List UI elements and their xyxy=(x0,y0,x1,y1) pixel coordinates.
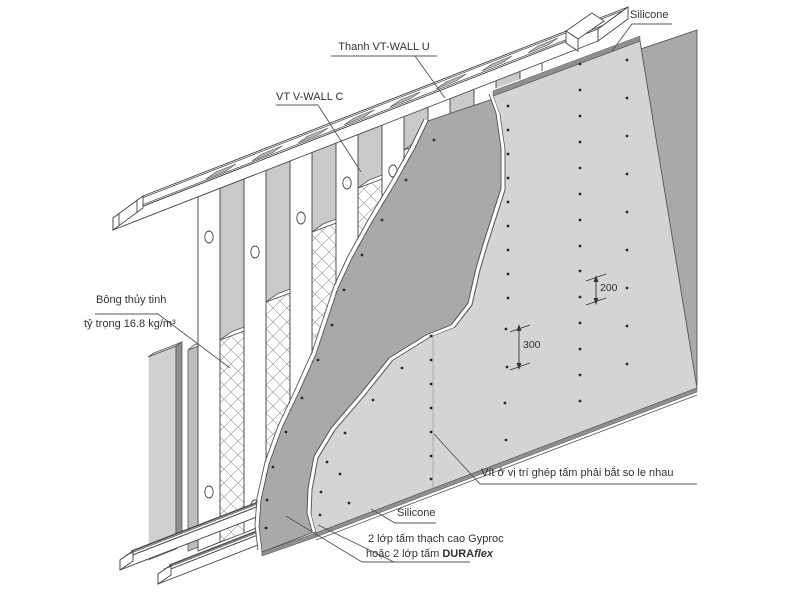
board-line2-prefix: hoặc 2 lớp tấm xyxy=(366,548,443,560)
silicone-bead-top xyxy=(492,35,641,97)
leader-screw-note xyxy=(433,433,697,485)
dimension-200-text: 200 xyxy=(600,282,618,294)
silicone-bead-bottom xyxy=(315,387,698,538)
leader-lines xyxy=(95,23,697,563)
leader-stud xyxy=(276,104,362,173)
label-board-line2: hoặc 2 lớp tấm DURAflex xyxy=(366,548,493,561)
dimension-300-text: 300 xyxy=(523,339,541,351)
label-silicone-bottom: Silicone xyxy=(397,507,436,519)
stud-service-holes xyxy=(204,164,398,513)
outer-board-layer xyxy=(306,34,698,541)
label-board-line1: 2 lớp tấm thạch cao Gyproc xyxy=(368,533,504,545)
leader-silicone-bottom xyxy=(370,508,436,524)
board-brand: DURA xyxy=(442,548,475,560)
dimension-300 xyxy=(509,324,531,371)
dimension-200 xyxy=(585,273,607,306)
leader-boards xyxy=(285,515,470,563)
label-screw-note: Vít ở vị trí ghép tấm phải bắt so le nha… xyxy=(481,467,674,479)
label-insulation-line1: Bông thủy tinh xyxy=(96,294,167,306)
label-insulation-line2: tỷ trọng 16.8 kg/m³ xyxy=(84,318,176,330)
stud-tops-in-track xyxy=(205,37,559,180)
leader-silicone-top xyxy=(611,23,672,52)
leader-insulation xyxy=(95,313,231,369)
label-stud: VT V-WALL C xyxy=(276,91,344,103)
leader-top-track xyxy=(331,55,446,99)
label-silicone-top: Silicone xyxy=(630,9,669,21)
label-top-track: Thanh VT-WALL U xyxy=(338,41,430,53)
top-track xyxy=(112,6,629,231)
board-brand-suffix: flex xyxy=(474,548,494,560)
screws xyxy=(264,58,629,530)
